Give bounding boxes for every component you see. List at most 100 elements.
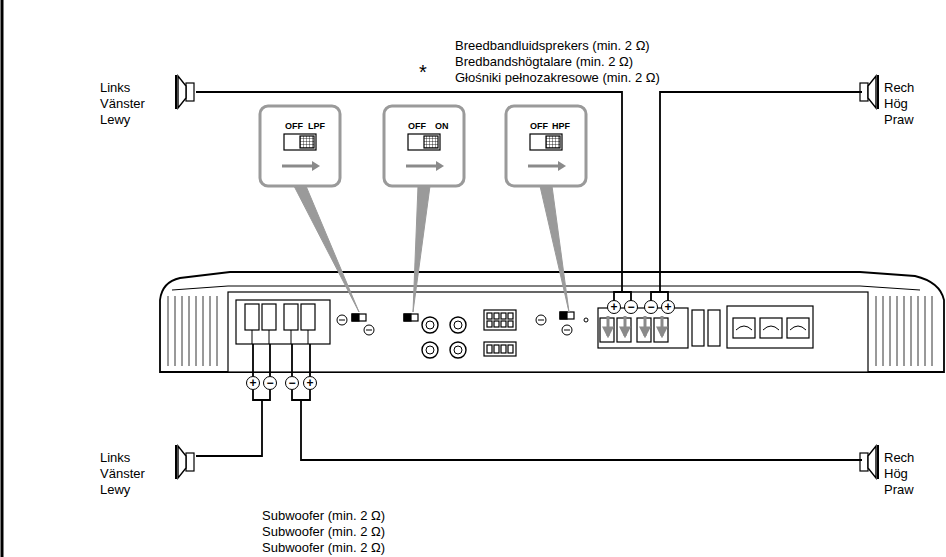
rca-jack bbox=[422, 317, 438, 333]
terminal-polarity: + bbox=[661, 300, 675, 314]
cooling-fin bbox=[876, 296, 877, 366]
callout-box bbox=[384, 106, 464, 186]
connector-pin bbox=[501, 345, 506, 353]
speaker-label: Hög bbox=[884, 466, 908, 481]
power-terminal-screw bbox=[763, 326, 779, 330]
speaker-label: Links bbox=[100, 80, 130, 95]
speaker-label: Breedbandluidsprekers (min. 2 Ω) bbox=[455, 38, 650, 53]
footnote-mark: * bbox=[419, 62, 427, 82]
callout-box bbox=[506, 106, 586, 186]
switch-label: ON bbox=[435, 121, 449, 131]
switch bbox=[404, 314, 418, 321]
terminal-polarity: + bbox=[303, 376, 317, 390]
switch-knob bbox=[404, 314, 411, 321]
connection-arrow bbox=[607, 316, 610, 336]
terminal-polarity: − bbox=[624, 300, 638, 314]
sub-wire bbox=[196, 400, 262, 456]
speaker-cone bbox=[178, 76, 186, 108]
slide-arrow-head bbox=[312, 161, 320, 171]
slide-arrow-head bbox=[558, 161, 566, 171]
speaker-cone bbox=[178, 446, 186, 478]
connector-pin bbox=[487, 345, 492, 353]
screw-slot bbox=[564, 330, 570, 331]
cooling-fin bbox=[182, 296, 183, 366]
body-edge bbox=[172, 286, 920, 290]
terminal-polarity: − bbox=[263, 376, 277, 390]
amplifier-body bbox=[160, 272, 944, 372]
sub-wire bbox=[301, 400, 862, 460]
cooling-fin bbox=[196, 296, 197, 366]
speaker-label: Vänster bbox=[100, 96, 145, 111]
frame-line bbox=[1, 0, 4, 557]
connector-pin bbox=[508, 313, 513, 319]
power-terminal-block bbox=[727, 306, 813, 348]
terminal bbox=[284, 304, 298, 330]
connector-pin bbox=[494, 313, 499, 319]
callout-leader bbox=[540, 186, 569, 312]
cooling-fin bbox=[203, 296, 204, 366]
switch bbox=[560, 312, 574, 319]
speaker-label: Rech bbox=[884, 80, 914, 95]
cooling-fin bbox=[925, 296, 926, 366]
cooling-fin bbox=[890, 296, 891, 366]
slide-arrow bbox=[282, 165, 312, 168]
rca-jack bbox=[450, 317, 466, 333]
fuse bbox=[708, 310, 720, 346]
power-terminal-screw bbox=[736, 326, 752, 330]
connector-pin bbox=[508, 321, 513, 327]
rca-jack-inner bbox=[426, 321, 434, 329]
terminal-polarity: + bbox=[246, 376, 260, 390]
terminal bbox=[301, 304, 315, 330]
speaker-label: Rech bbox=[884, 450, 914, 465]
cooling-fin bbox=[883, 296, 884, 366]
slide-arrow bbox=[528, 165, 558, 168]
speaker-rim bbox=[175, 445, 177, 479]
connector-pin bbox=[494, 321, 499, 327]
speaker-label: Vänster bbox=[100, 466, 145, 481]
connector-pin bbox=[487, 321, 492, 327]
callout-box bbox=[260, 106, 340, 186]
speaker-label: Subwoofer (min. 2 Ω) bbox=[262, 524, 385, 539]
front-panel bbox=[228, 292, 868, 372]
terminal-polarity: − bbox=[285, 376, 299, 390]
speaker-label: Lewy bbox=[100, 482, 130, 497]
speaker-label: Subwoofer (min. 2 Ω) bbox=[262, 540, 385, 555]
speaker-label: Links bbox=[100, 450, 130, 465]
rca-jack-inner bbox=[426, 346, 434, 354]
connector bbox=[484, 342, 516, 356]
power-terminal bbox=[787, 318, 809, 338]
speaker-label: Subwoofer (min. 2 Ω) bbox=[262, 508, 385, 523]
switch-label: OFF bbox=[530, 121, 548, 131]
terminal-polarity: − bbox=[644, 300, 658, 314]
terminal-pin bbox=[252, 330, 253, 344]
sub-wire bbox=[252, 344, 254, 376]
cooling-fin bbox=[897, 296, 898, 366]
connection-arrow bbox=[661, 316, 664, 336]
terminal-block bbox=[598, 308, 688, 348]
rca-jack bbox=[450, 342, 466, 358]
switch-label: LPF bbox=[308, 121, 325, 131]
terminal-pin bbox=[269, 330, 270, 344]
led bbox=[584, 318, 588, 322]
rca-jack-inner bbox=[454, 346, 462, 354]
switch bbox=[352, 314, 366, 321]
connection-arrow bbox=[624, 316, 627, 336]
speaker-wire bbox=[660, 92, 862, 292]
terminal bbox=[262, 304, 276, 330]
slide-arrow bbox=[406, 165, 436, 168]
screw-slot bbox=[339, 320, 345, 321]
power-terminal bbox=[733, 318, 755, 338]
sub-wire bbox=[291, 344, 293, 376]
speaker-cone bbox=[868, 446, 876, 478]
terminal-pin bbox=[308, 330, 309, 344]
rca-jack-inner bbox=[454, 321, 462, 329]
cooling-fin bbox=[918, 296, 919, 366]
cooling-fin bbox=[932, 296, 933, 366]
switch-knob bbox=[352, 314, 359, 321]
speaker-label: Bredbandshögtalare (min. 2 Ω) bbox=[455, 54, 633, 69]
speaker-label: Praw bbox=[884, 482, 914, 497]
sub-wire bbox=[253, 390, 270, 400]
switch-body bbox=[284, 134, 316, 150]
